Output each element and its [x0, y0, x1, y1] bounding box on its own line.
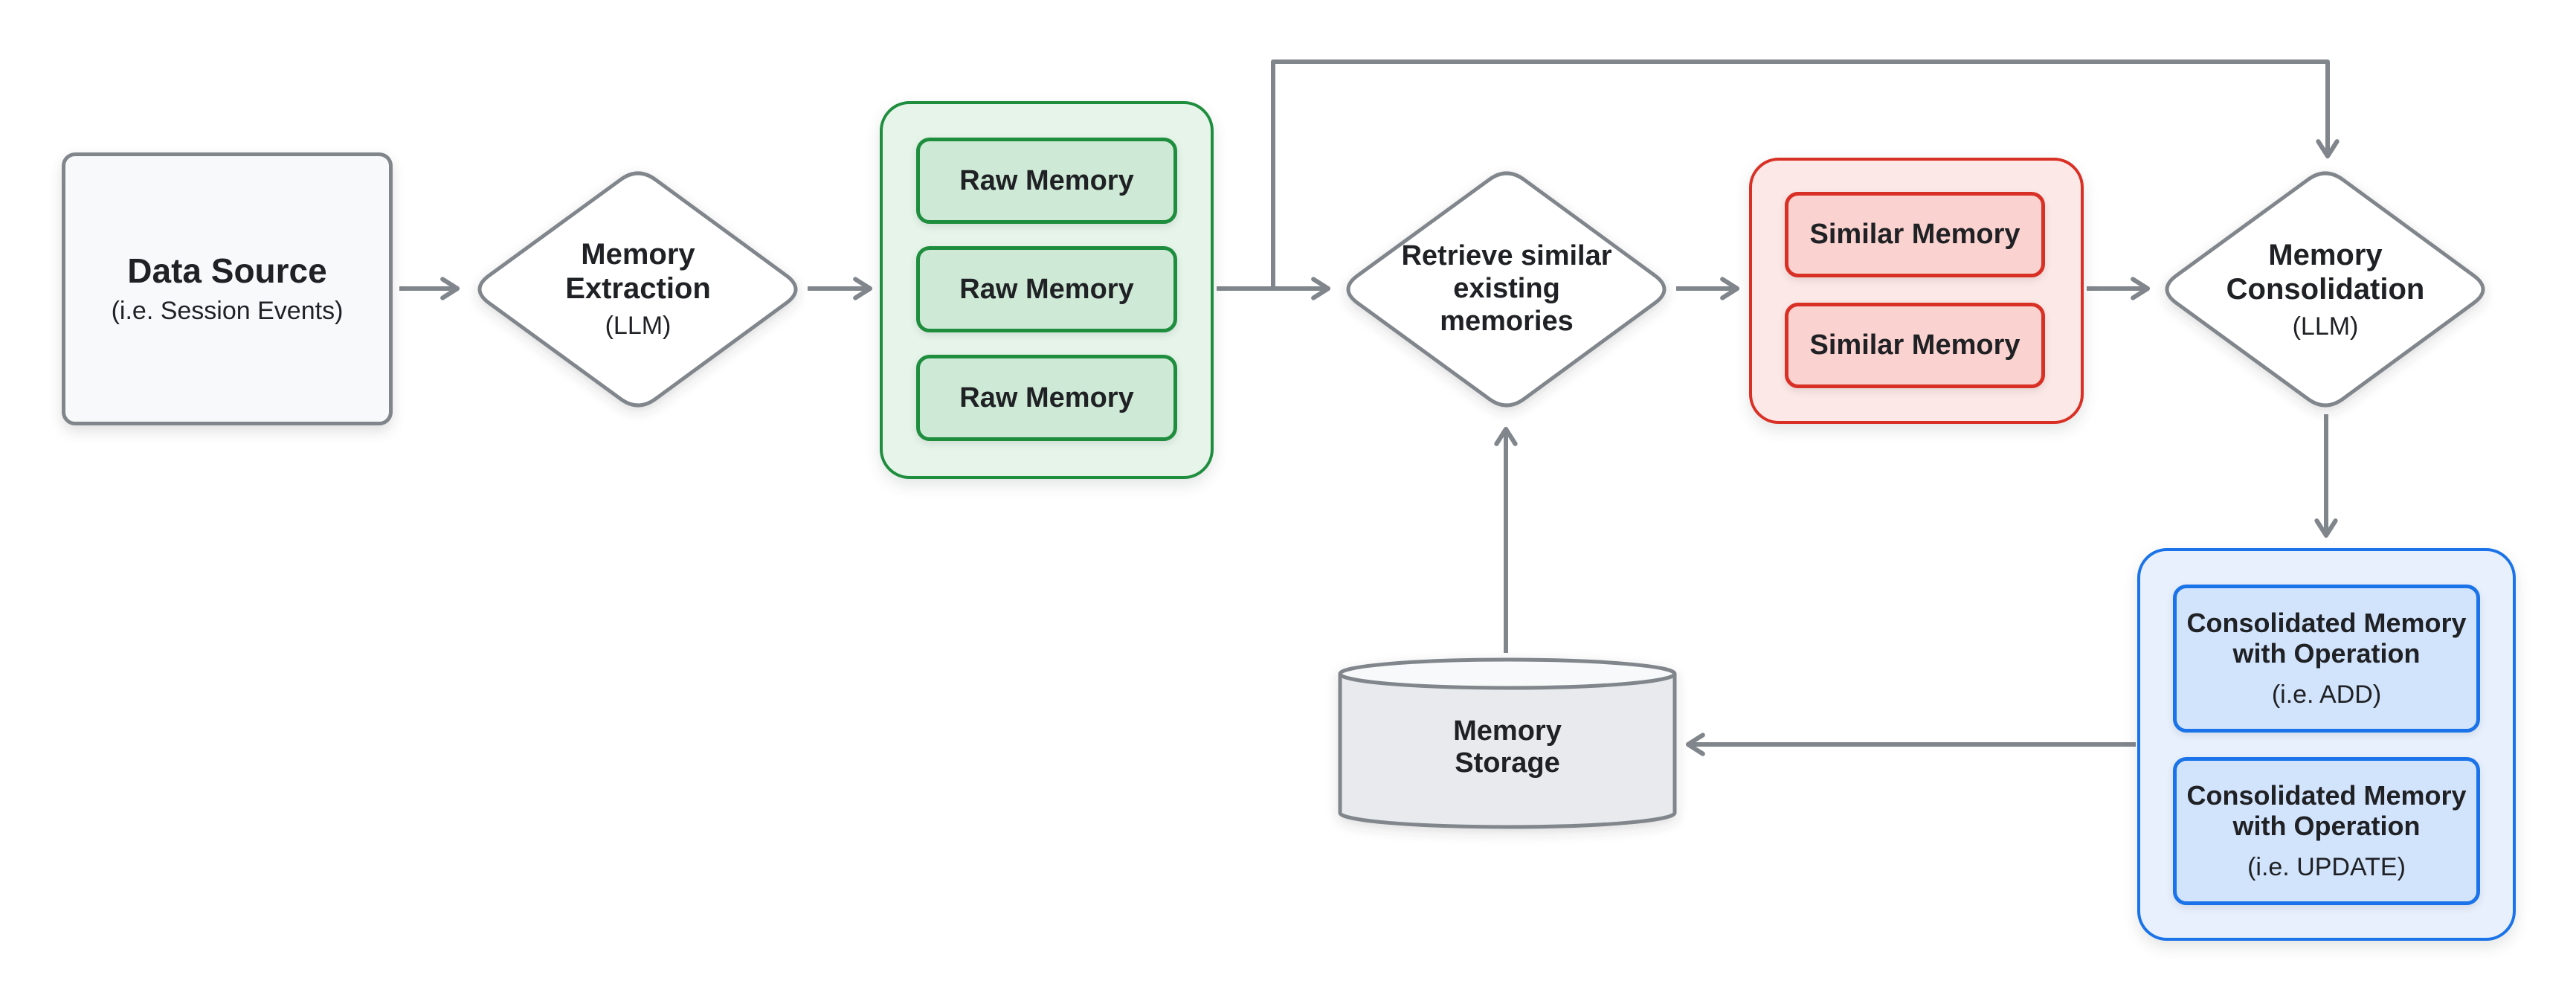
- data-source-node: Data Source (i.e. Session Events): [62, 152, 393, 425]
- raw-memory-item: Raw Memory: [916, 246, 1177, 332]
- feedback-line-rawmemory-to-consolidation: [1271, 59, 2340, 289]
- data-source-title: Data Source: [127, 251, 327, 290]
- memory-consolidation-label: Memory Consolidation (LLM): [2199, 197, 2452, 383]
- memory-storage-cylinder: [1338, 657, 1677, 829]
- raw-memory-container: Raw Memory Raw Memory Raw Memory: [880, 101, 1214, 479]
- retrieve-similar-diamond: [1346, 171, 1667, 408]
- data-source-subtitle: (i.e. Session Events): [111, 297, 344, 326]
- consolidated-memory-item-add: Consolidated Memory with Operation (i.e.…: [2173, 585, 2480, 733]
- memory-consolidation-title: Memory Consolidation: [2226, 239, 2425, 306]
- memory-extraction-diamond: [477, 171, 798, 408]
- memory-extraction-label: Memory Extraction (LLM): [519, 196, 757, 382]
- memory-consolidation-subtitle: (LLM): [2292, 312, 2359, 341]
- retrieve-similar-label: Retrieve similar existing memories: [1391, 193, 1623, 386]
- retrieve-similar-title: Retrieve similar existing memories: [1401, 240, 1612, 337]
- memory-extraction-subtitle: (LLM): [605, 312, 672, 341]
- consolidated-memory-item-update: Consolidated Memory with Operation (i.e.…: [2173, 757, 2480, 905]
- similar-memory-item: Similar Memory: [1785, 192, 2045, 277]
- consolidated-memory-update-title: Consolidated Memory with Operation: [2186, 779, 2467, 841]
- similar-memory-container: Similar Memory Similar Memory: [1749, 158, 2084, 424]
- memory-storage-label: Memory Storage: [1453, 715, 1562, 779]
- raw-memory-item: Raw Memory: [916, 138, 1177, 224]
- consolidated-memory-container: Consolidated Memory with Operation (i.e.…: [2137, 548, 2516, 941]
- similar-memory-item: Similar Memory: [1785, 303, 2045, 388]
- consolidated-memory-add-title: Consolidated Memory with Operation: [2186, 607, 2467, 669]
- raw-memory-item: Raw Memory: [916, 355, 1177, 441]
- memory-consolidation-diamond: [2165, 171, 2485, 408]
- consolidated-memory-add-subtitle: (i.e. ADD): [2271, 680, 2382, 709]
- cylinder-top-ellipse: [1338, 657, 1677, 690]
- memory-extraction-title: Memory Extraction: [565, 238, 711, 306]
- consolidated-memory-update-subtitle: (i.e. UPDATE): [2247, 853, 2406, 882]
